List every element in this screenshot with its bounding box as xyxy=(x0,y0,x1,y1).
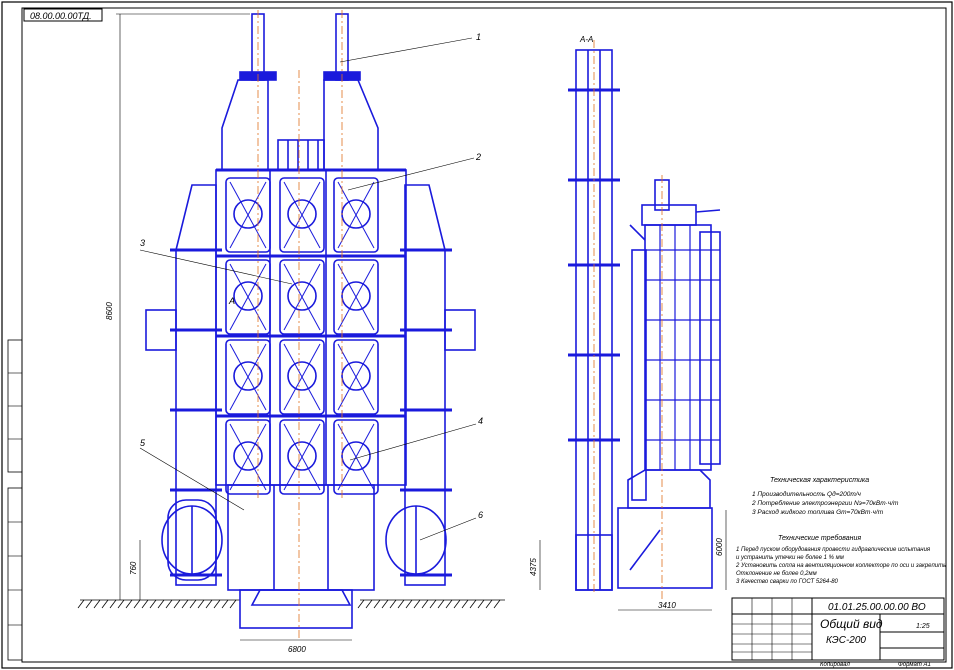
corner-stamp: 08.00.00.00ТД. xyxy=(23,8,103,22)
dim-base-left: 760 xyxy=(129,561,138,575)
callout-1: 1 xyxy=(476,32,481,42)
damper-panel xyxy=(279,339,325,415)
callout-2: 2 xyxy=(475,152,481,162)
section-label: А-А xyxy=(579,35,593,44)
dim-side-left: 4375 xyxy=(529,558,538,576)
hatch-line xyxy=(357,599,365,609)
side-center-line xyxy=(593,40,663,600)
tech-req-2: и устранить утечки не более 1 % мм xyxy=(736,555,844,561)
damper-panel xyxy=(225,177,271,253)
damper-panel xyxy=(225,419,271,495)
hatch-line xyxy=(133,599,141,609)
hatch-line xyxy=(365,599,373,609)
hatch-line xyxy=(445,599,453,609)
damper-panel xyxy=(333,177,379,253)
front-view xyxy=(77,13,505,629)
right-cyclone xyxy=(385,505,447,575)
copied-label: Копировал xyxy=(820,662,850,668)
tech-req-1: 1 Перед пуском оборудования провести гид… xyxy=(736,547,931,553)
damper-panel xyxy=(225,259,271,335)
side-stamp xyxy=(7,339,23,661)
scale: 1:25 xyxy=(916,623,930,630)
damper-panel xyxy=(333,339,379,415)
hatch-line xyxy=(453,599,461,609)
hatch-line xyxy=(469,599,477,609)
hatch-line xyxy=(437,599,445,609)
tech-requirements: Технические требования 1 Перед пуском об… xyxy=(735,534,946,585)
damper-panel xyxy=(225,339,271,415)
format-label: Формат А1 xyxy=(898,662,931,668)
hatch-line xyxy=(221,599,229,609)
hatch-line xyxy=(389,599,397,609)
dim-height-total: 8600 xyxy=(105,302,114,320)
hatch-line xyxy=(189,599,197,609)
side-dimensions xyxy=(539,510,727,611)
hatch-line xyxy=(461,599,469,609)
hatch-line xyxy=(397,599,405,609)
title-line1: Общий вид xyxy=(820,617,883,631)
hatch-line xyxy=(493,599,501,609)
dim-side-right: 6000 xyxy=(715,538,724,556)
damper-panel xyxy=(279,177,325,253)
tech-spec-2: 2 Потребление электроэнергии Nэ=70кВт·ч/… xyxy=(751,499,899,507)
hatch-line xyxy=(101,599,109,609)
hatch-line xyxy=(373,599,381,609)
tech-specs-heading: Техническая характеристика xyxy=(770,477,869,484)
dim-base-width: 6800 xyxy=(288,645,306,654)
hatch-line xyxy=(141,599,149,609)
hatch-line xyxy=(405,599,413,609)
corner-code: 08.00.00.00ТД. xyxy=(30,11,92,21)
hatch-line xyxy=(381,599,389,609)
hatch-line xyxy=(125,599,133,609)
hatch-line xyxy=(429,599,437,609)
hatch-line xyxy=(85,599,93,609)
hatch-line xyxy=(413,599,421,609)
hatch-line xyxy=(117,599,125,609)
tech-spec-1: 1 Производительность Qд=200т/ч xyxy=(752,490,862,498)
tech-spec-3: 3 Расход жидкого топлива Gт=70кВт·ч/т xyxy=(752,508,884,516)
tech-req-heading: Технические требования xyxy=(778,534,861,542)
title-line2: КЭС-200 xyxy=(826,635,866,646)
tech-specs: Техническая характеристика 1 Производите… xyxy=(751,477,899,516)
tech-req-3: 2 Установить сопла на вентиляционном кол… xyxy=(735,563,946,569)
hatch-line xyxy=(77,599,85,609)
tech-req-5: 3 Качество сварки по ГОСТ 5264-80 xyxy=(736,579,839,585)
inner-frame xyxy=(21,7,947,663)
hatch-line xyxy=(181,599,189,609)
hatch-line xyxy=(485,599,493,609)
title-block xyxy=(731,597,945,661)
damper-panel xyxy=(279,419,325,495)
callout-3: 3 xyxy=(140,238,145,248)
hatch-line xyxy=(477,599,485,609)
ground-hatch xyxy=(77,599,505,609)
hatch-line xyxy=(149,599,157,609)
hatch-line xyxy=(197,599,205,609)
callout-leaders xyxy=(139,37,477,541)
callout-4: 4 xyxy=(478,416,483,426)
front-dimensions xyxy=(116,13,352,641)
callout-6: 6 xyxy=(478,510,483,520)
hatch-line xyxy=(213,599,221,609)
side-view xyxy=(568,49,721,591)
marker-a: А xyxy=(228,296,235,306)
hatch-line xyxy=(157,599,165,609)
damper-panel xyxy=(333,419,379,495)
hatch-line xyxy=(93,599,101,609)
hatch-line xyxy=(165,599,173,609)
hatch-line xyxy=(173,599,181,609)
tech-req-4: Отклонение не более 0,2мм xyxy=(736,571,817,577)
left-cyclone xyxy=(161,499,223,581)
callout-5: 5 xyxy=(140,438,146,448)
dim-side-width: 3410 xyxy=(658,601,676,610)
hatch-line xyxy=(229,599,237,609)
designation: 01.01.25.00.00.00 ВО xyxy=(828,602,926,613)
damper-panel xyxy=(333,259,379,335)
hatch-line xyxy=(421,599,429,609)
damper-panel xyxy=(279,259,325,335)
hatch-line xyxy=(205,599,213,609)
hatch-line xyxy=(109,599,117,609)
center-lines xyxy=(257,10,343,640)
